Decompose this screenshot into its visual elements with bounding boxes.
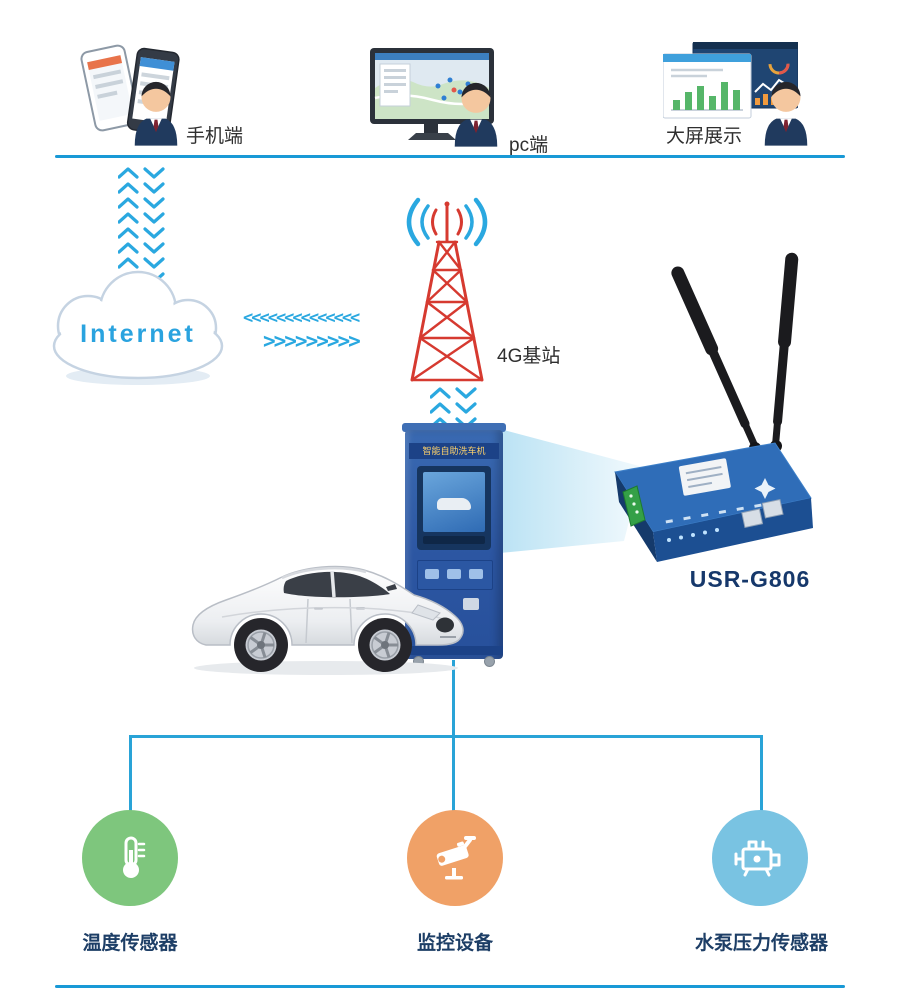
pump-sensor-label: 水泵压力传感器 xyxy=(694,933,828,954)
kiosk-screen-bar xyxy=(423,536,485,544)
kiosk-title: 智能自助洗车机 xyxy=(409,443,499,459)
router-label: USR-G806 xyxy=(689,566,811,592)
router-antenna-left xyxy=(671,266,759,449)
kiosk-screen xyxy=(417,466,491,550)
rear-wheel xyxy=(234,618,288,672)
router-logo-star xyxy=(754,478,776,499)
kiosk-button xyxy=(447,569,461,579)
internet-cloud xyxy=(52,270,224,385)
router-terminal-block xyxy=(622,485,646,527)
dashboard-screens-icon xyxy=(663,42,798,119)
user-avatar xyxy=(757,72,815,146)
4g-tower-icon xyxy=(406,197,488,382)
connector-drop-right xyxy=(760,735,763,812)
connector-kiosk-drop xyxy=(452,660,455,738)
front-wheel xyxy=(358,618,412,672)
thermometer-icon xyxy=(123,836,146,878)
kiosk-body: 智能自助洗车机 xyxy=(405,430,503,659)
kiosk-base xyxy=(405,646,503,655)
tower-label: 4G基站 xyxy=(497,346,561,367)
mobile-phones-icon xyxy=(80,44,180,135)
router-sticker xyxy=(678,458,731,496)
connector-drop-middle xyxy=(452,735,455,812)
connection-beam xyxy=(500,429,643,553)
temperature-sensor-label: 温度传感器 xyxy=(82,933,178,954)
kiosk-screen-car-image xyxy=(437,498,471,510)
kiosk-coin-slot xyxy=(463,598,479,610)
connector-drop-left xyxy=(129,735,132,812)
top-divider-line xyxy=(55,155,845,158)
monitoring-device-circle xyxy=(407,810,503,906)
arrows-left-icon: <<<<<<<<<<<<<< xyxy=(243,308,360,328)
kiosk-caster-wheel xyxy=(484,656,495,667)
temperature-sensor-circle xyxy=(82,810,178,906)
internet-label: Internet xyxy=(80,320,196,348)
user-avatar xyxy=(447,73,505,147)
car-image xyxy=(191,565,464,675)
router-ethernet-ports xyxy=(741,498,784,529)
bottom-divider-line xyxy=(55,985,845,988)
cctv-camera-icon xyxy=(436,836,476,880)
connector-horizontal xyxy=(129,735,763,738)
user-avatar xyxy=(127,72,185,146)
kiosk-button xyxy=(469,569,483,579)
pump-icon xyxy=(734,840,781,877)
big-screen-label: 大屏展示 xyxy=(666,126,743,147)
kiosk-screen-content xyxy=(423,472,485,532)
pc-label: pc端 xyxy=(509,135,549,156)
carwash-kiosk: 智能自助洗车机 xyxy=(402,423,506,667)
mobile-label: 手机端 xyxy=(186,126,244,147)
pump-sensor-circle xyxy=(712,810,808,906)
monitoring-device-label: 监控设备 xyxy=(416,933,493,954)
router-antenna-right xyxy=(771,252,799,449)
kiosk-button xyxy=(425,569,439,579)
router-image xyxy=(614,252,813,562)
arrows-right-icon: >>>>>>>>> xyxy=(263,329,361,353)
kiosk-top-cap xyxy=(402,423,506,432)
kiosk-button-panel xyxy=(417,560,493,590)
